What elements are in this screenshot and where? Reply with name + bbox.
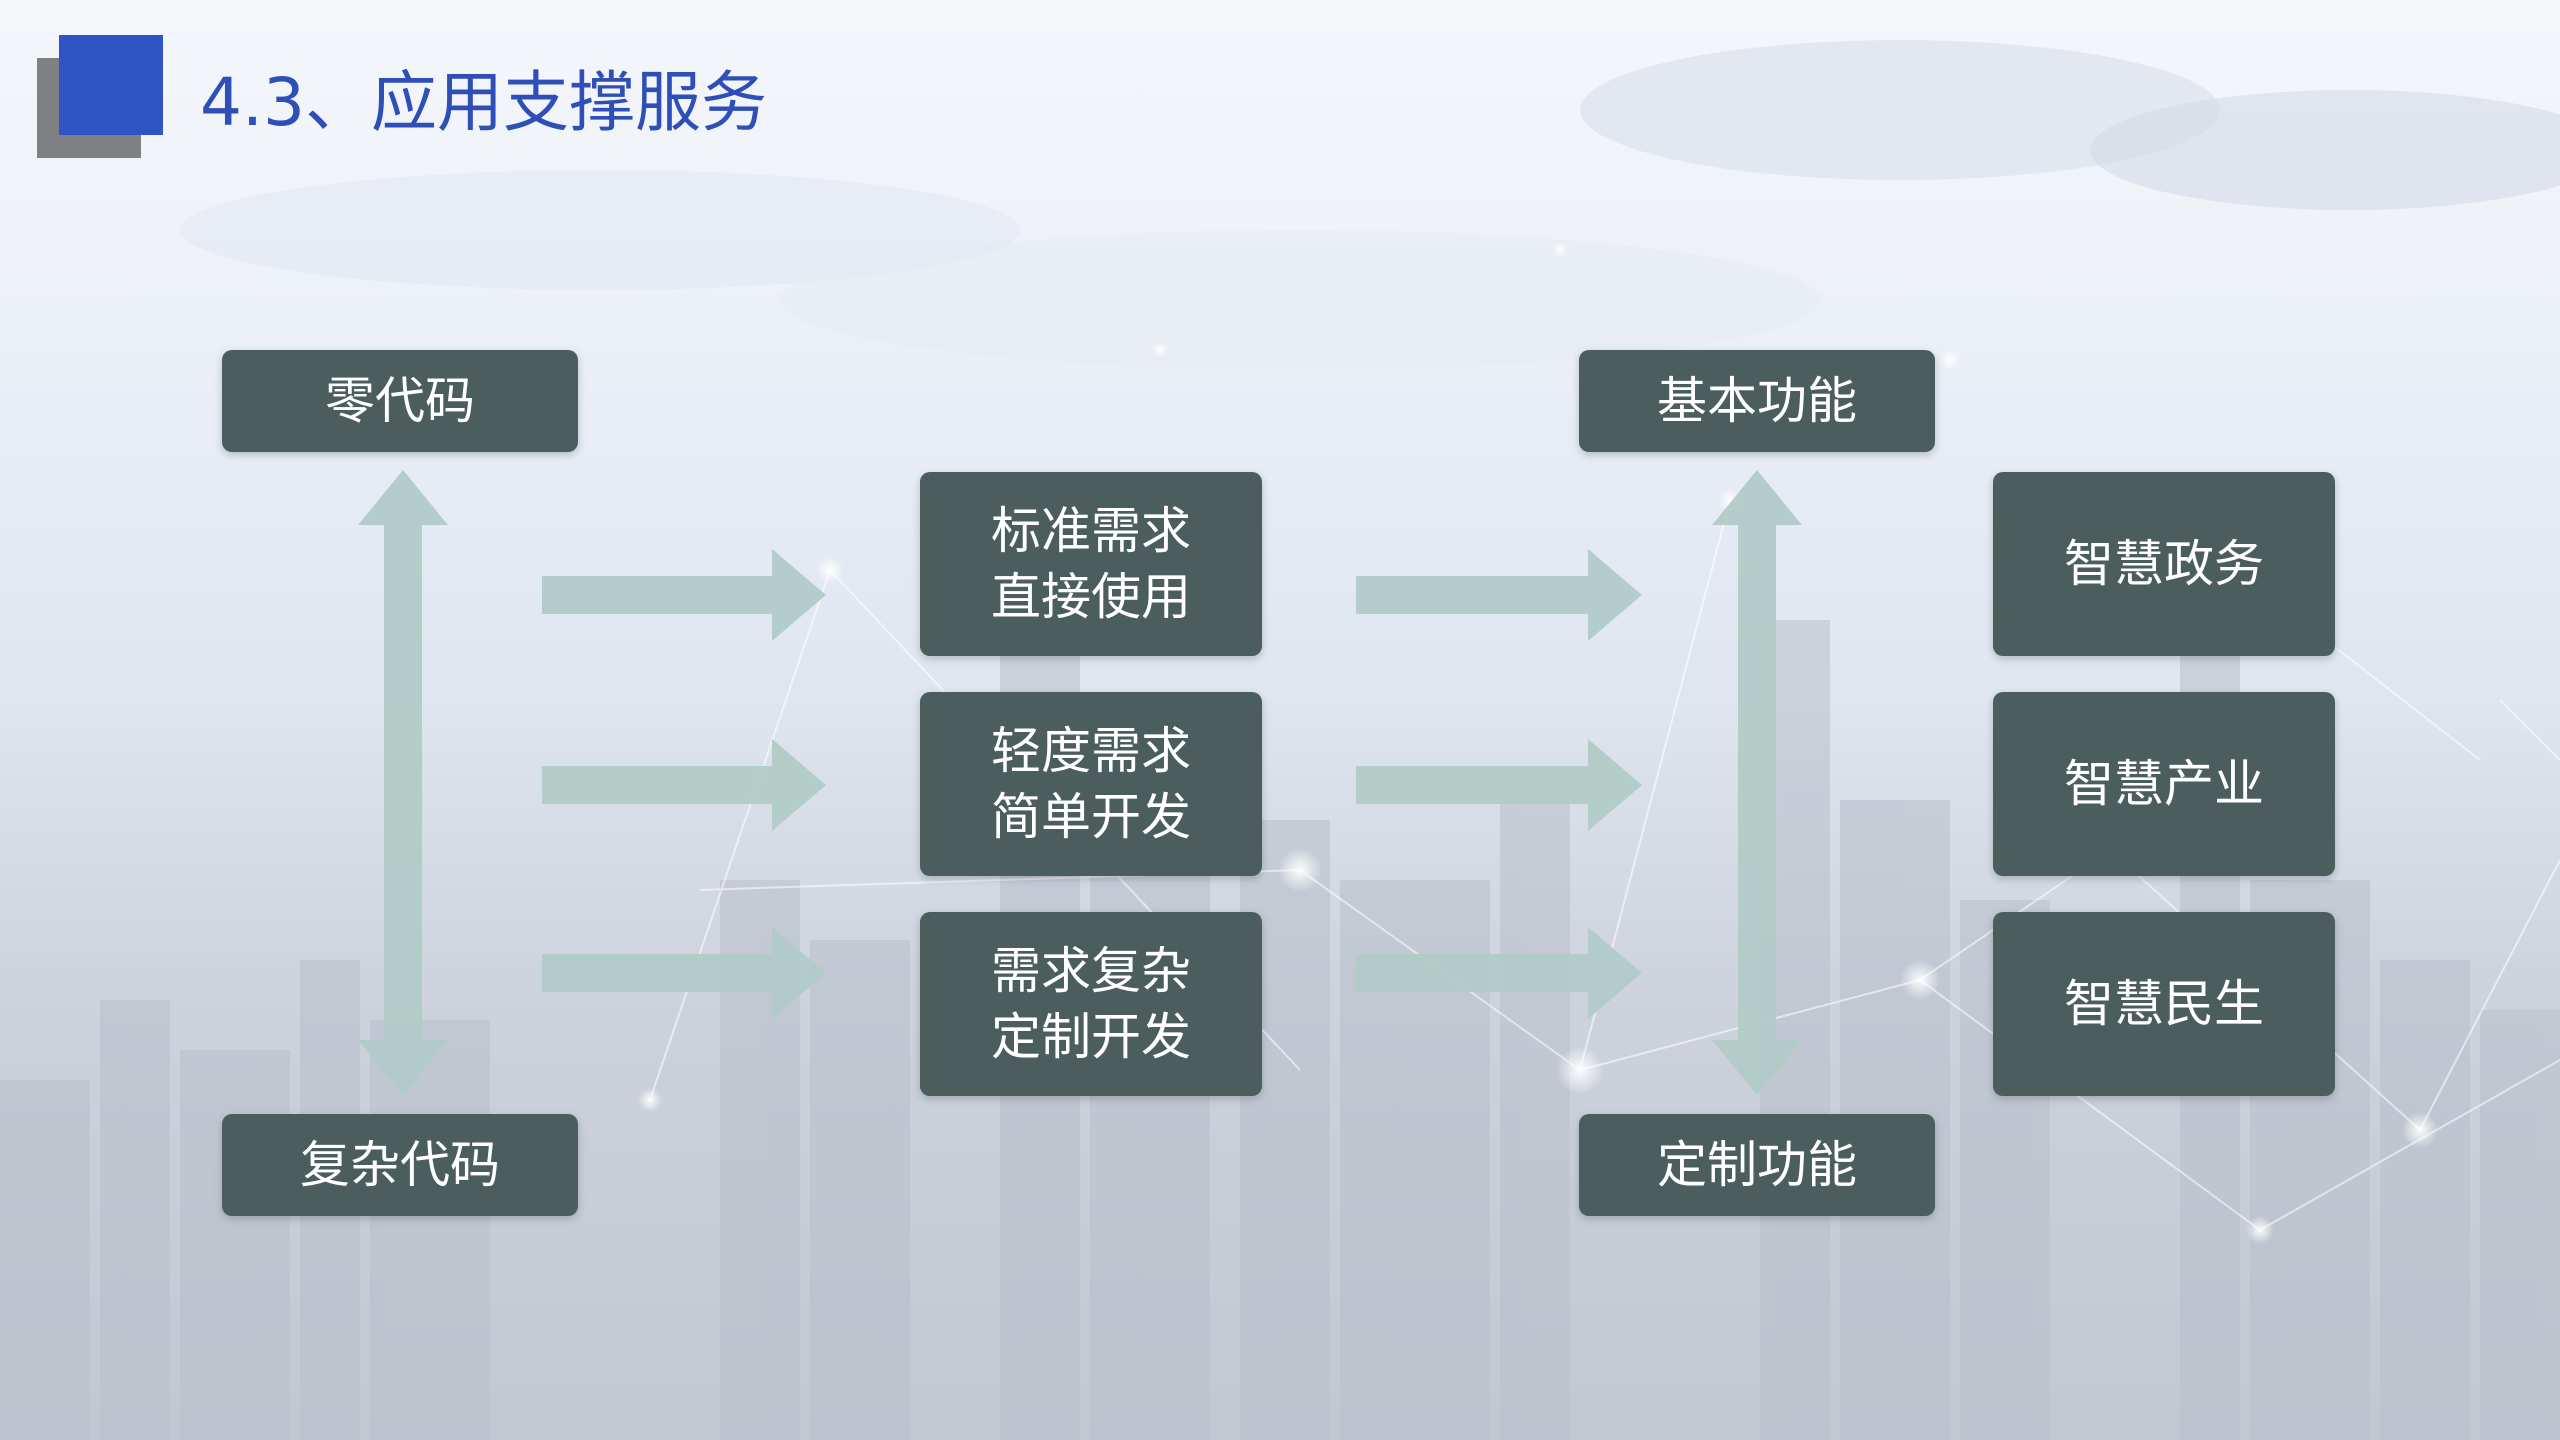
middle-box-complex: 需求复杂 定制开发 <box>920 912 1262 1096</box>
left-top-label-box: 零代码 <box>222 350 578 452</box>
arrow-to-center-1 <box>1356 549 1642 641</box>
right-box-livelihood: 智慧民生 <box>1993 912 2335 1096</box>
right-box-government: 智慧政务 <box>1993 472 2335 656</box>
center-double-arrow <box>1712 470 1802 1095</box>
arrow-to-middle-1 <box>542 549 826 641</box>
left-bottom-label-box: 复杂代码 <box>222 1114 578 1216</box>
page-title: 4.3、应用支撑服务 <box>200 64 767 141</box>
center-bottom-label-box: 定制功能 <box>1579 1114 1935 1216</box>
left-double-arrow <box>358 470 448 1095</box>
arrow-to-center-2 <box>1356 739 1642 831</box>
center-top-label-box: 基本功能 <box>1579 350 1935 452</box>
middle-box-light: 轻度需求 简单开发 <box>920 692 1262 876</box>
right-box-industry: 智慧产业 <box>1993 692 2335 876</box>
arrow-to-center-3 <box>1356 927 1642 1019</box>
middle-box-standard: 标准需求 直接使用 <box>920 472 1262 656</box>
arrow-to-middle-3 <box>542 927 826 1019</box>
arrow-to-middle-2 <box>542 739 826 831</box>
title-decoration-square <box>59 35 163 135</box>
